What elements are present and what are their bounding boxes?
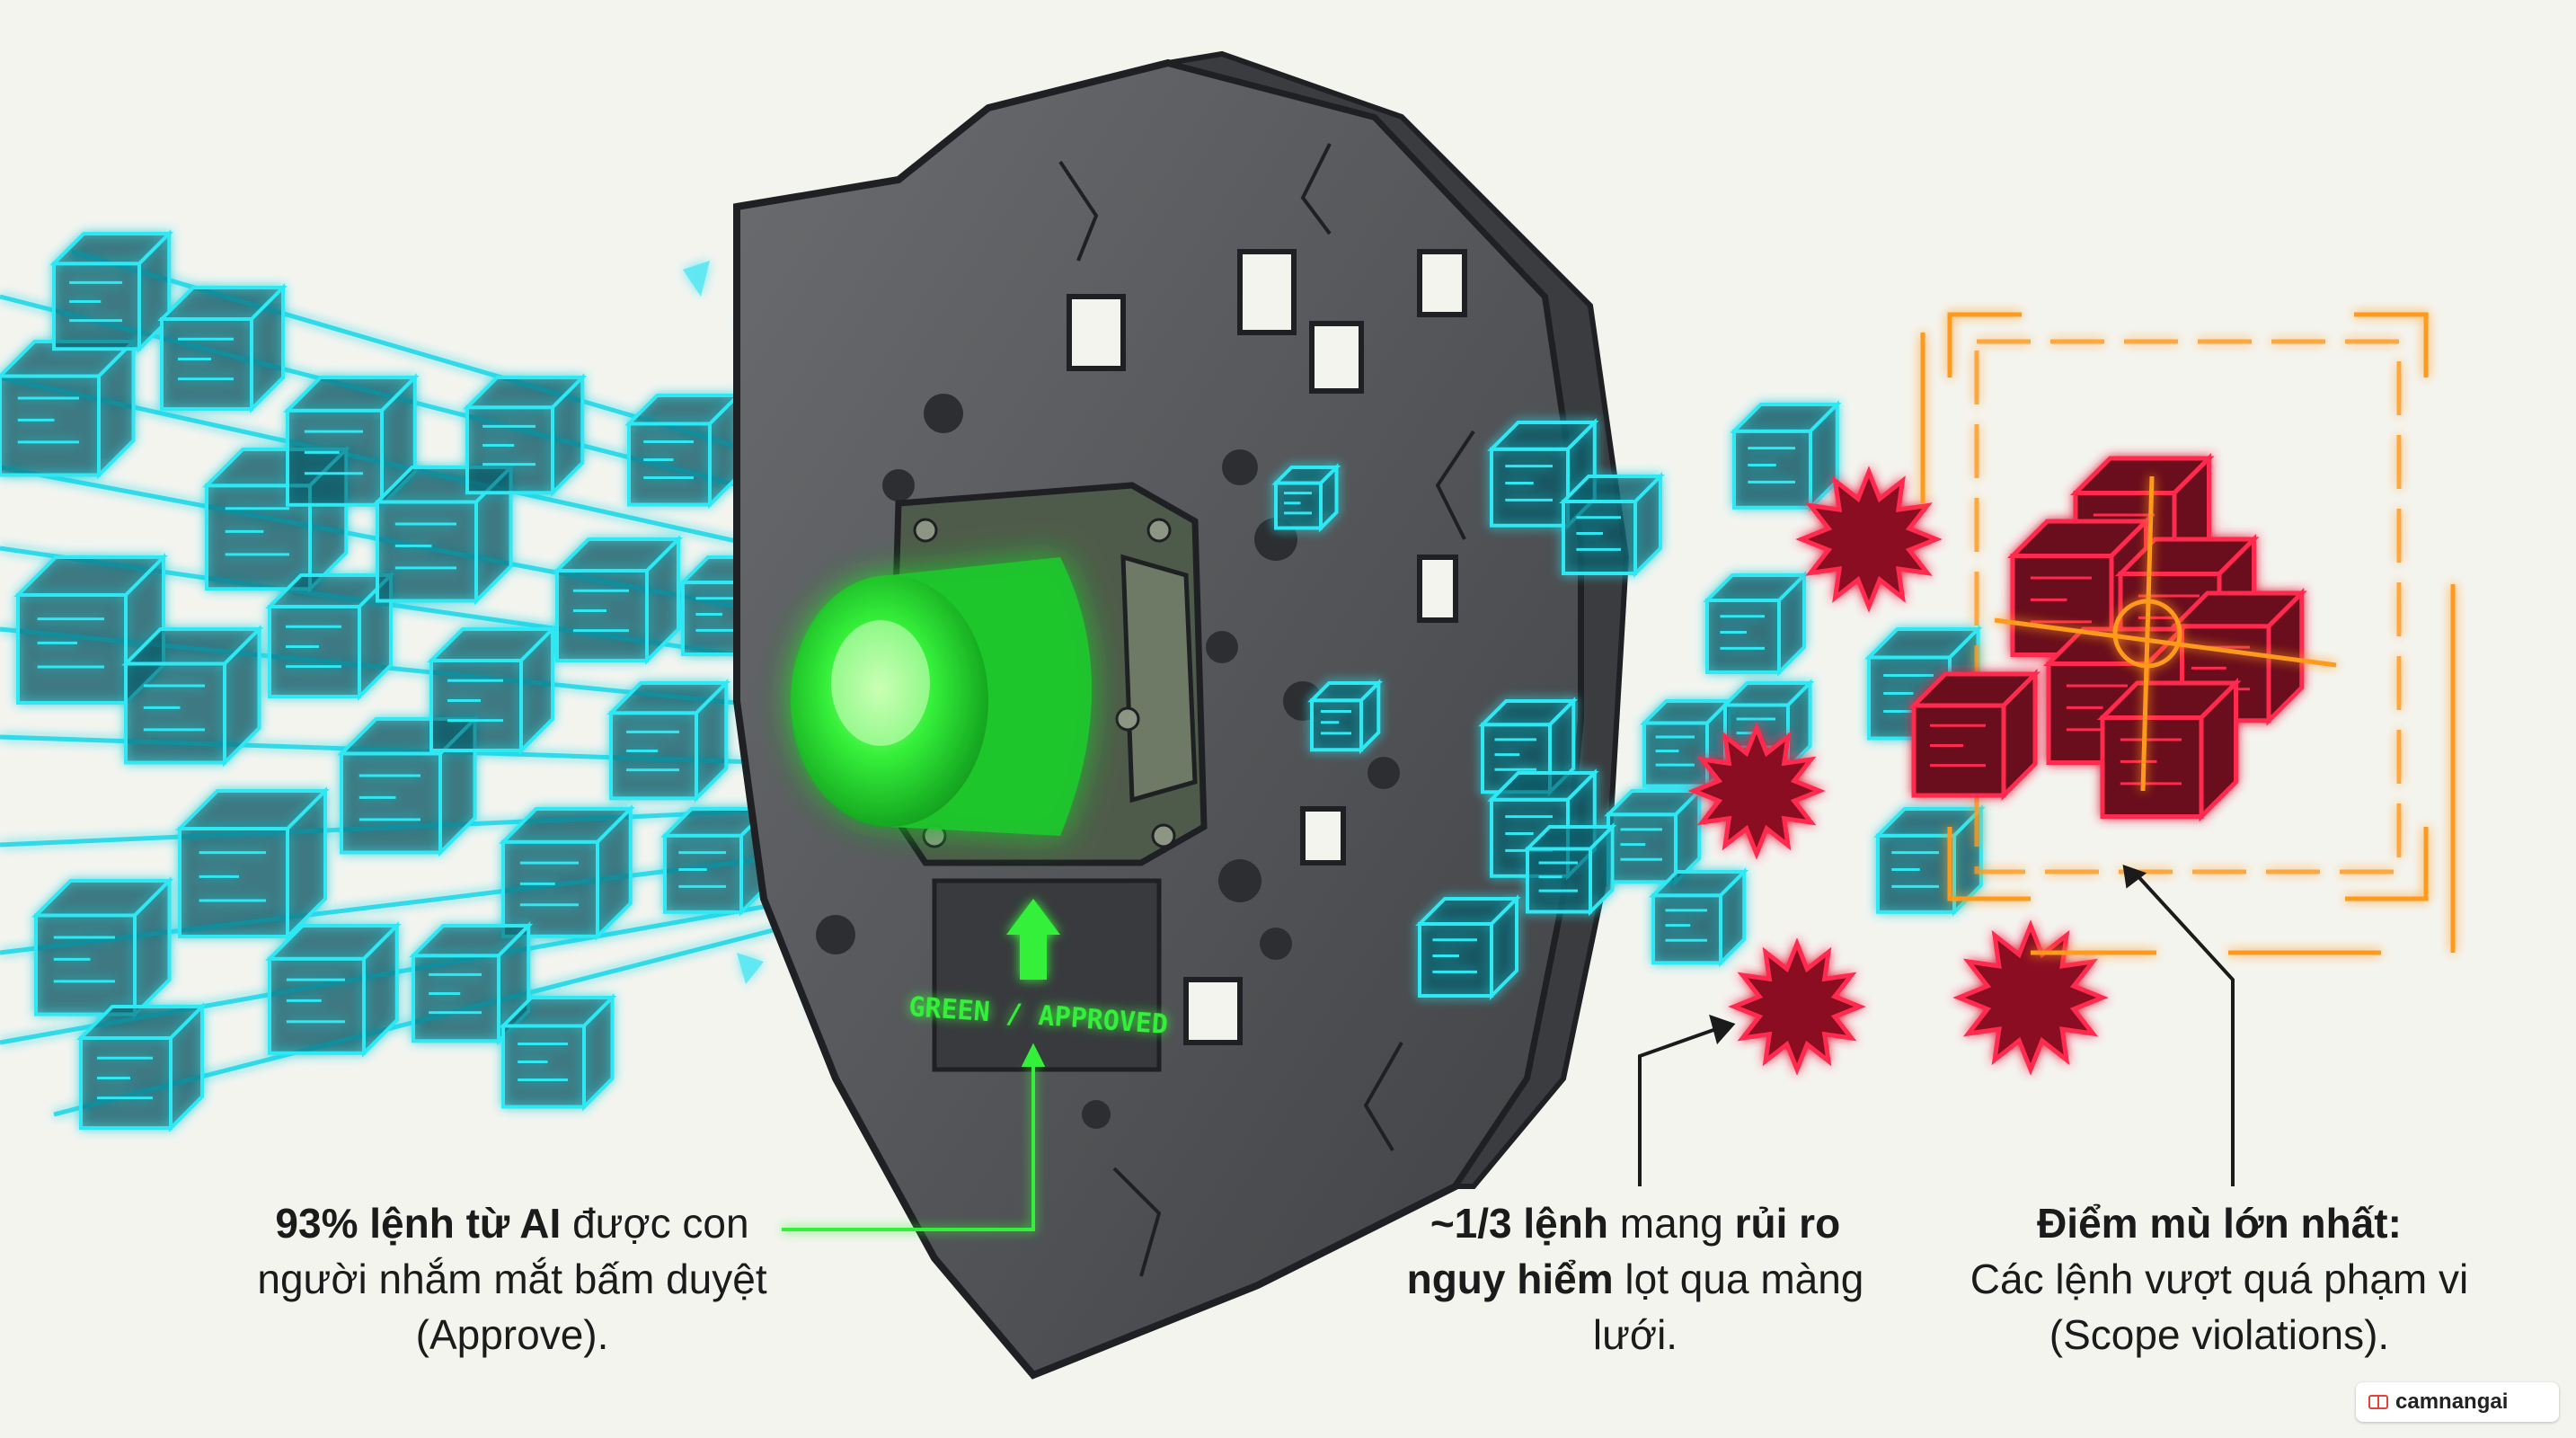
danger-spike-icon bbox=[1728, 937, 1866, 1076]
stream-cube bbox=[121, 625, 264, 768]
caption-blindspot-strong: Điểm mù lớn nhất: bbox=[2037, 1200, 2402, 1247]
leaked-cube bbox=[1523, 822, 1617, 917]
danger-spike-icon bbox=[1795, 466, 1943, 613]
danger-spike-icon bbox=[1952, 919, 2109, 1076]
stream-cube bbox=[624, 391, 743, 510]
stream-cube bbox=[31, 876, 174, 1019]
danger-spike-icon bbox=[1687, 722, 1826, 860]
risk-leader bbox=[1638, 1027, 1717, 1186]
stream-cube bbox=[175, 786, 330, 941]
caption-risk-share: ~1/3 lệnh mang rủi ro nguy hiểm lọt qua … bbox=[1384, 1195, 1887, 1363]
red-cube bbox=[2096, 677, 2242, 822]
target-frame bbox=[1920, 312, 2456, 955]
leaked-cube bbox=[1873, 804, 1986, 917]
leaked-cube bbox=[1604, 786, 1704, 887]
caption-risk-text: lọt qua màng lưới. bbox=[1592, 1256, 1864, 1358]
leaked-cube bbox=[1703, 571, 1809, 677]
stream-cube bbox=[553, 535, 683, 665]
caption-blind-spot: Điểm mù lớn nhất: Các lệnh vượt quá phạm… bbox=[1932, 1195, 2507, 1363]
caption-approve-text: được con người nhắm mắt bấm duyệt (Appro… bbox=[257, 1200, 767, 1358]
stream-cube bbox=[265, 921, 402, 1058]
green-approve-button bbox=[791, 557, 1092, 836]
caption-risk-mid: mang bbox=[1607, 1200, 1735, 1247]
leaked-cube bbox=[1307, 679, 1384, 755]
leader-lines bbox=[782, 865, 2235, 1231]
stream-cube bbox=[427, 625, 557, 755]
stream-cube bbox=[499, 804, 635, 941]
blind-spot-target-frame bbox=[1908, 312, 2456, 955]
ai-command-stream bbox=[0, 229, 836, 1132]
stream-cube bbox=[157, 283, 288, 413]
stream-cube bbox=[13, 553, 168, 707]
stream-cube bbox=[337, 715, 480, 857]
caption-blindspot-text: Các lệnh vượt quá phạm vi (Scope violati… bbox=[1970, 1256, 2469, 1358]
caption-risk-strong1: ~1/3 lệnh bbox=[1430, 1200, 1608, 1247]
stream-cube bbox=[0, 337, 138, 480]
leaked-cube bbox=[1730, 400, 1842, 512]
red-cube bbox=[1908, 668, 2041, 802]
shield-holes bbox=[1067, 249, 1467, 1045]
stream-cubes bbox=[0, 229, 784, 1132]
watermark-badge[interactable]: camnangai bbox=[2356, 1382, 2559, 1422]
stream-cube bbox=[265, 571, 395, 701]
stream-cube bbox=[463, 373, 588, 498]
stream-cube bbox=[499, 993, 617, 1112]
caption-risk-strong2: rủi ro nguy hiểm bbox=[1406, 1200, 1841, 1302]
caption-approve-strong: 93% lệnh từ AI bbox=[275, 1200, 562, 1247]
leaked-cube bbox=[1559, 472, 1665, 578]
dangerous-commands bbox=[1687, 466, 2109, 1076]
leaked-cube bbox=[1649, 867, 1749, 968]
caption-approve-rate: 93% lệnh từ AI được con người nhắm mắt b… bbox=[234, 1195, 791, 1363]
blindspot-leader bbox=[2132, 870, 2235, 1186]
stream-cube bbox=[76, 1002, 207, 1132]
book-icon bbox=[2368, 1395, 2388, 1409]
shield-cracks bbox=[1058, 143, 1475, 1277]
approve-arrow-icon bbox=[1006, 899, 1060, 980]
leaked-cube bbox=[1415, 894, 1521, 1000]
approve-leader bbox=[782, 1061, 1035, 1231]
stream-cube bbox=[606, 679, 731, 803]
leaked-cube bbox=[1271, 463, 1341, 533]
stream-cube bbox=[49, 229, 174, 354]
watermark-text: camnangai bbox=[2395, 1389, 2509, 1414]
crosshair bbox=[1994, 475, 2337, 792]
leaked-cube bbox=[1478, 697, 1579, 797]
